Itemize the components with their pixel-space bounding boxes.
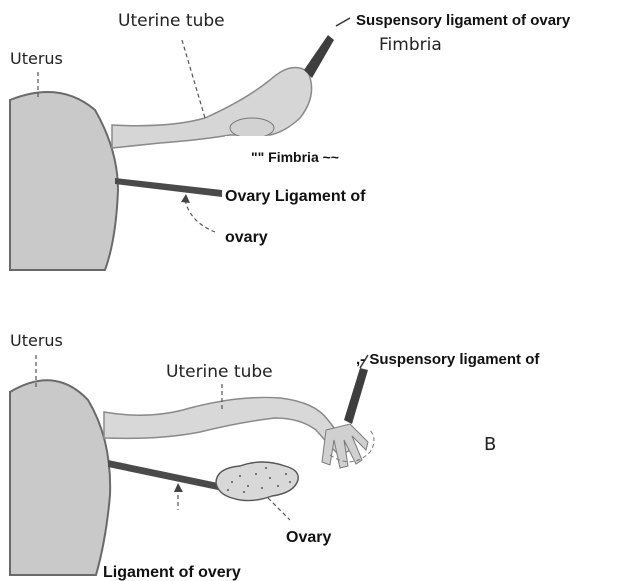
leader-ligament-a [185,200,215,232]
panel-letter-b: B [484,436,496,454]
uterus-b-shape [10,380,110,575]
suspensory-ligament-a-shape [304,35,334,78]
ovary-b-shape [216,462,298,501]
ligament-of-ovary-label-b: Ligament of overy [103,565,241,581]
suspensory-ligament-label-a: Suspensory ligament of ovary [356,13,570,28]
ovary-ligament-label-a: Ovary Ligament of [225,189,365,205]
uterine-tube-a-shape [112,68,312,149]
figure-a-illustration [10,18,425,276]
suspensory-ligament-label-b: ,- Suspensory ligament of [356,352,539,367]
uterine-tube-label-b: Uterine tube [166,364,273,381]
leader-tube-a [182,40,205,118]
ovary-ligament-a-shape [115,178,222,197]
uterus-label-a: Uterus [10,51,63,67]
uterine-tube-b-shape [104,397,350,456]
ovary-ligament-b-shape [108,460,218,490]
arrowhead-b [174,483,183,492]
leader-suspensory-a [336,18,350,26]
uterine-tube-label-a: Uterine tube [118,13,225,30]
suspensory-ligament-b-shape [344,368,368,424]
leader-ovary-b [268,498,290,520]
ovary-label-a: ovary [225,230,268,246]
fimbria-label-top: Fimbria [379,37,442,54]
ovary-a-shape [230,118,274,138]
arrowhead-a [181,194,190,203]
uterus-label-b: Uterus [10,333,63,349]
fimbria-label-mid: "" Fimbria ~~ [251,150,339,164]
uterus-a-shape [10,92,118,270]
ovary-label-b: Ovary [286,530,331,546]
